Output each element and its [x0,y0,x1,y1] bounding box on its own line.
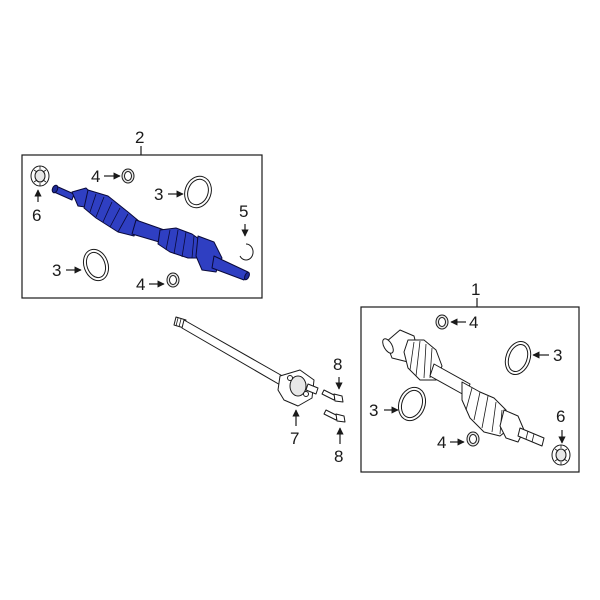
right-axle-assembly-group: 1 4 [360,280,580,473]
right-clamp-large-left[interactable] [394,384,430,425]
callout-right-clamp-large-top: 3 [553,346,562,365]
callout-left-clamp-large-bottom: 3 [52,261,61,280]
callout-left-snap-ring: 5 [239,202,248,221]
callout-right-seal-ring: 6 [556,407,565,426]
right-clamp-large-top[interactable] [501,338,535,378]
callout-assembly-left: 2 [135,128,144,147]
right-clamp-small-top[interactable] [435,314,449,330]
right-assembly-box [360,306,580,473]
right-axle-shaft[interactable] [381,329,545,447]
callout-left-seal-ring: 6 [32,206,41,225]
callout-left-clamp-small-bottom: 4 [136,275,145,294]
left-clamp-large-bottom[interactable] [79,246,112,284]
callout-bolt-bottom: 8 [334,447,343,466]
callout-right-clamp-small-top: 4 [469,313,478,332]
callout-left-clamp-small-top: 4 [91,167,100,186]
left-assembly-box [21,154,263,299]
left-clamp-small-bottom[interactable] [166,272,180,288]
callout-right-clamp-small-bottom: 4 [437,433,446,452]
left-axle-shaft[interactable] [51,184,250,281]
left-snap-ring[interactable] [239,243,254,261]
callout-bolt-top: 8 [333,355,342,374]
right-clamp-small-bottom[interactable] [466,431,480,447]
left-clamp-large-top[interactable] [180,173,215,212]
left-seal-ring[interactable] [30,165,50,187]
callout-right-clamp-large-left: 3 [369,401,378,420]
left-clamp-small-top[interactable] [121,168,135,184]
right-seal-ring[interactable] [551,444,571,466]
callout-assembly-right: 1 [471,280,480,299]
intermediate-shaft[interactable] [173,316,319,407]
callout-intermediate-shaft: 7 [290,429,299,448]
intermediate-shaft-group: 7 8 8 [173,316,346,466]
left-axle-assembly-group: 2 6 [21,128,263,299]
bolt-top[interactable] [321,389,344,403]
bolt-bottom[interactable] [323,409,346,423]
callout-left-clamp-large-top: 3 [154,185,163,204]
